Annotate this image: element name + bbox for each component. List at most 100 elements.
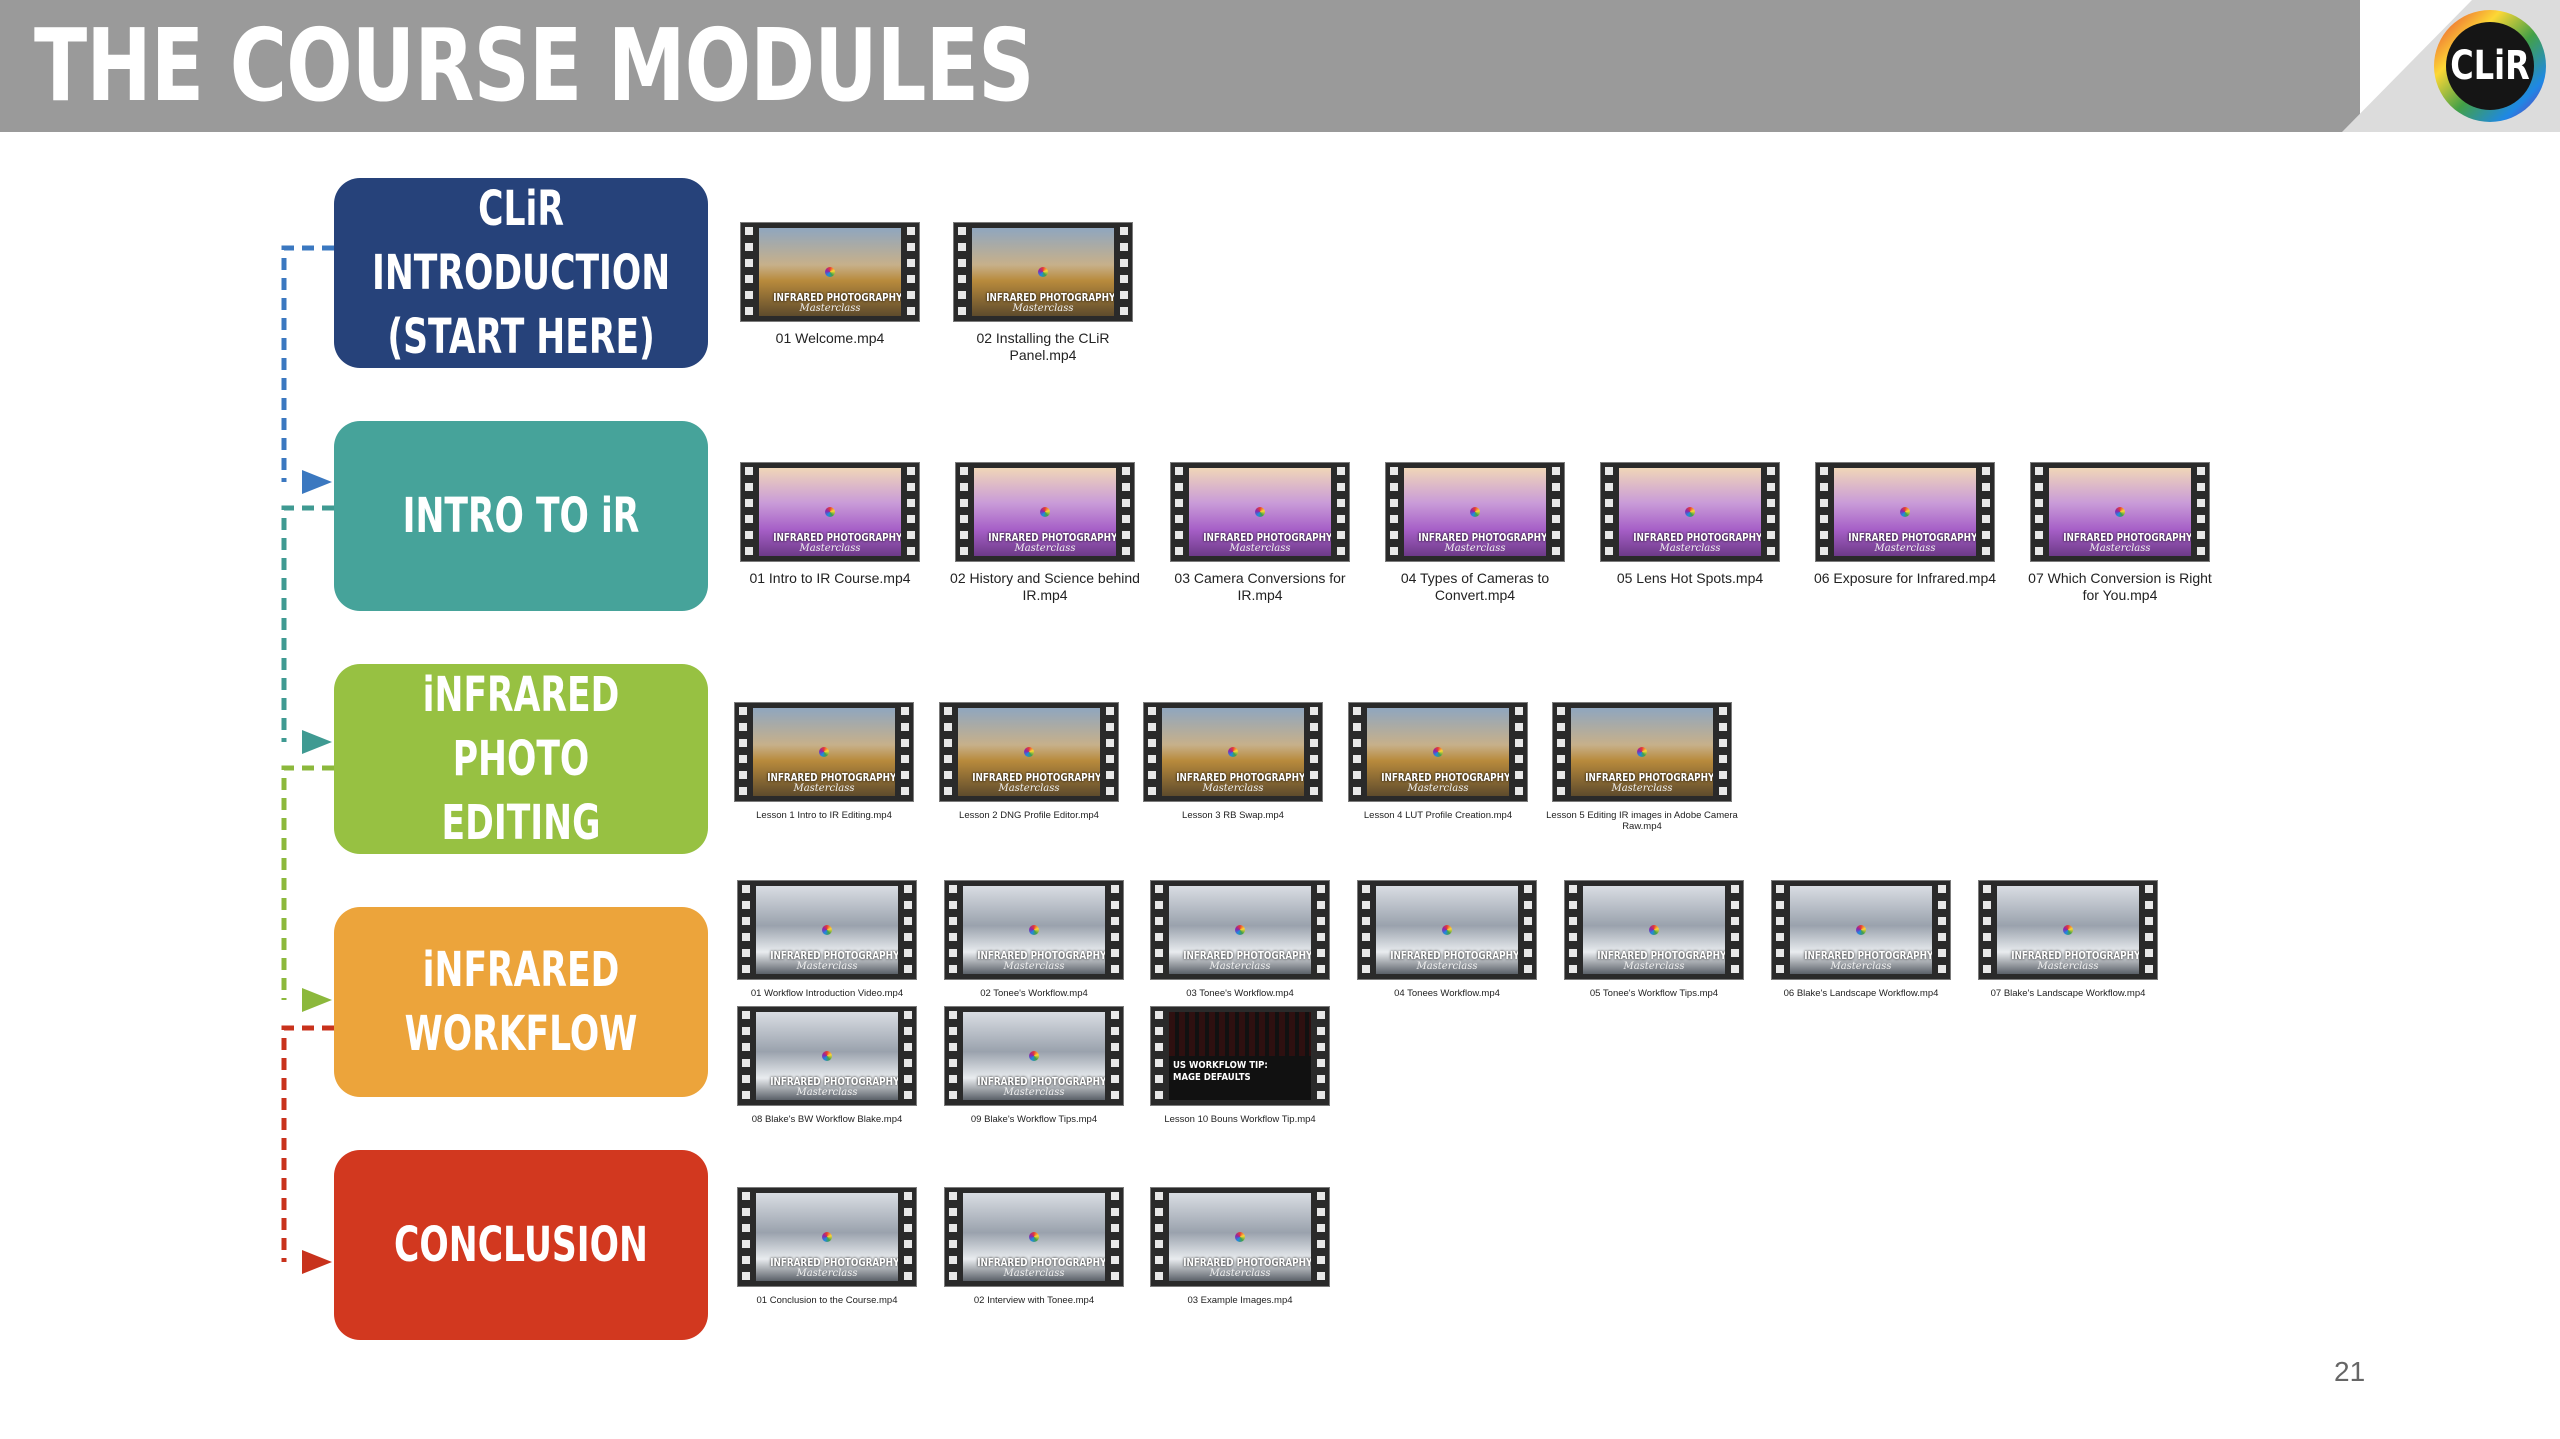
clir-logo: CLiR — [2432, 8, 2548, 124]
thumbnail-signature: Masterclass — [1229, 543, 1291, 554]
film-perforation — [1601, 463, 1617, 561]
thumbnail-overlay-text: INFRARED PHOTOGRAPHY — [1381, 771, 1509, 784]
module-label: iNFRARED PHOTO EDITING — [422, 667, 620, 851]
video-thumbnail[interactable]: US WORKFLOW TIP: MAGE DEFAULTS — [1150, 1006, 1330, 1106]
video-filename: 01 Intro to IR Course.mp4 — [749, 570, 911, 586]
module-box-3: iNFRARED PHOTO EDITING — [334, 664, 708, 854]
clir-badge-icon — [822, 1231, 832, 1242]
clir-badge-icon — [1900, 506, 1910, 517]
page-title: THE COURSE MODULES — [34, 7, 1034, 124]
film-perforation — [1313, 881, 1329, 979]
film-perforation — [1553, 703, 1569, 801]
film-perforation — [1107, 1188, 1123, 1286]
film-perforation — [1313, 1188, 1329, 1286]
clir-badge-icon — [825, 266, 835, 277]
clir-badge-icon — [822, 924, 832, 935]
clir-badge-icon — [1038, 266, 1048, 277]
film-perforation — [735, 703, 751, 801]
video-filename: 01 Workflow Introduction Video.mp4 — [750, 988, 904, 999]
clir-badge-icon — [1029, 1231, 1039, 1242]
video-filename: 02 Tonee's Workflow.mp4 — [980, 988, 1088, 999]
video-filename: 02 Interview with Tonee.mp4 — [973, 1295, 1095, 1306]
film-perforation — [945, 1007, 961, 1105]
clir-badge-icon — [819, 746, 829, 757]
thumbnail-signature: Masterclass — [1003, 1268, 1065, 1279]
film-perforation — [738, 1188, 754, 1286]
film-perforation — [1151, 1007, 1167, 1105]
clir-badge-icon — [1470, 506, 1480, 517]
film-perforation — [1565, 881, 1581, 979]
arrowhead-workflow — [302, 988, 332, 1012]
thumbnail-signature: Masterclass — [1830, 961, 1892, 972]
thumbnail-signature: Masterclass — [1611, 783, 1673, 794]
thumbnail-signature: Masterclass — [1659, 543, 1721, 554]
thumbnail-overlay-text: INFRARED PHOTOGRAPHY — [988, 531, 1116, 544]
film-perforation — [1116, 223, 1132, 321]
connector-photo-editing — [281, 505, 334, 742]
clir-badge-icon — [1433, 746, 1443, 757]
video-filename: 05 Lens Hot Spots.mp4 — [1616, 570, 1764, 586]
thumbnail-overlay-text: INFRARED PHOTOGRAPHY — [770, 1256, 898, 1269]
video-frame: US WORKFLOW TIP: MAGE DEFAULTS — [1169, 1012, 1311, 1100]
film-perforation — [2193, 463, 2209, 561]
clir-badge-icon — [1029, 1050, 1039, 1061]
film-perforation — [900, 1007, 916, 1105]
video-filename: Lesson 1 Intro to IR Editing.mp4 — [756, 810, 892, 821]
clir-badge-icon — [1235, 924, 1245, 935]
clir-badge-icon — [1029, 924, 1039, 935]
thumbnail-signature: Masterclass — [1014, 543, 1076, 554]
thumbnail-overlay-text: INFRARED PHOTOGRAPHY — [773, 291, 901, 304]
thumbnail-overlay-text: INFRARED PHOTOGRAPHY — [977, 1256, 1105, 1269]
thumbnail-signature: Masterclass — [796, 1268, 858, 1279]
film-perforation — [1144, 703, 1160, 801]
film-perforation — [1511, 703, 1527, 801]
thumbnail-signature: Masterclass — [799, 543, 861, 554]
clir-badge-icon — [1649, 924, 1659, 935]
film-perforation — [1118, 463, 1134, 561]
thumbnail-signature: Masterclass — [796, 961, 858, 972]
video-filename: 04 Tonees Workflow.mp4 — [1394, 988, 1500, 999]
video-filename: 04 Types of Cameras to Convert.mp4 — [1400, 570, 1550, 603]
video-filename: Lesson 10 Bouns Workflow Tip.mp4 — [1164, 1114, 1316, 1125]
